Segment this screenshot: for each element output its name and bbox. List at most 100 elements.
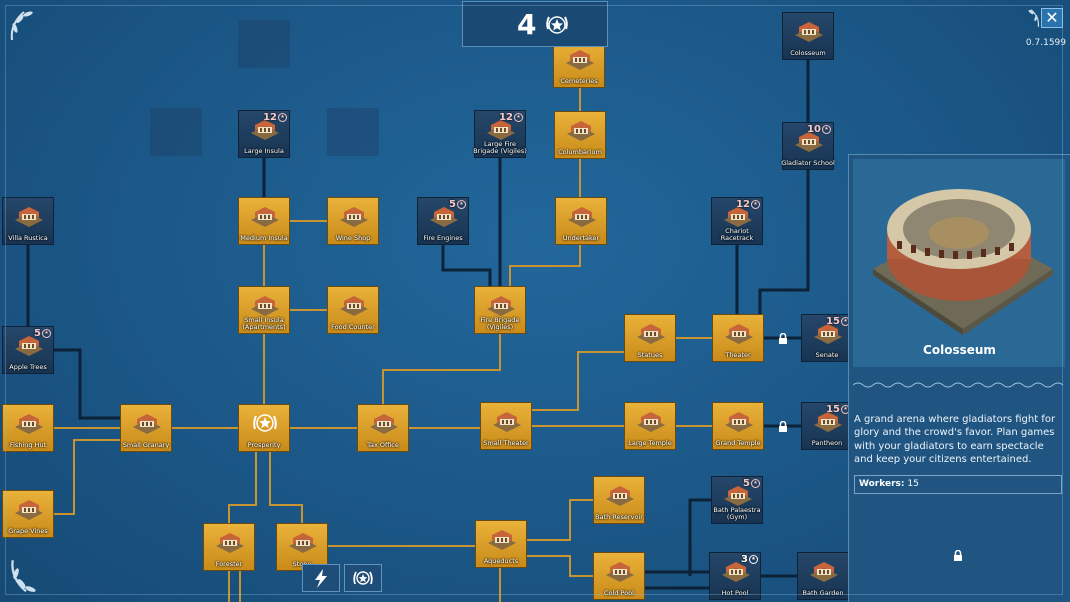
building-icon — [795, 132, 823, 152]
grape-vines-node[interactable]: Grape Vines — [2, 490, 54, 538]
cost-badge: 12★ — [263, 112, 287, 123]
link-gold — [228, 452, 257, 523]
senate-node[interactable]: Senate 15★ — [801, 314, 853, 362]
small-insula-node[interactable]: Small Insula (Apartments) — [238, 286, 290, 334]
fire-brigade-node[interactable]: Fire Brigade (Vigiles) — [474, 286, 526, 334]
lightning-icon — [315, 569, 327, 588]
cemeteries-node[interactable]: Cemeteries — [553, 40, 605, 88]
wine-shop-node[interactable]: Wine Shop — [327, 197, 379, 245]
building-icon — [568, 207, 596, 227]
node-label: Large Fire Brigade (Vigiles) — [473, 140, 527, 155]
cost-badge: 5★ — [449, 199, 466, 210]
cost-badge: 5★ — [743, 478, 760, 489]
building-icon — [487, 120, 515, 140]
cost-value: 12 — [263, 112, 277, 123]
prosperity-coin-icon: ★ — [457, 199, 466, 209]
node-label: Fire Brigade (Vigiles) — [480, 316, 520, 331]
quick-action-button[interactable] — [302, 564, 340, 592]
small-theater-node[interactable]: Small Theater — [480, 402, 532, 450]
empty-slot — [327, 108, 379, 156]
workers-field: Workers: 15 — [854, 475, 1062, 494]
bath-garden-node[interactable]: Bath Garden — [797, 552, 849, 600]
large-fire-brigade-node[interactable]: Large Fire Brigade (Vigiles)12★ — [473, 110, 527, 158]
grand-temple-node[interactable]: Grand Temple — [712, 402, 764, 450]
building-icon — [251, 207, 279, 227]
prosperity-coin-icon: ★ — [822, 124, 831, 134]
bath-reservoir-node[interactable]: Bath Reservoir — [593, 476, 645, 524]
prosperity-coin-icon: ★ — [42, 328, 51, 338]
laurel-corner-icon — [10, 11, 33, 41]
prosperity-button[interactable] — [344, 564, 382, 592]
building-icon — [724, 486, 752, 506]
building-preview — [853, 159, 1065, 367]
node-label: Senate — [815, 351, 839, 359]
close-button[interactable]: ✕ — [1041, 8, 1063, 28]
large-temple-node[interactable]: Large Temple — [624, 402, 676, 450]
aqueducts-node[interactable]: Aqueducts — [475, 520, 527, 568]
cost-value: 3 — [741, 554, 748, 565]
building-icon — [289, 533, 317, 553]
node-label: Small Insula (Apartments) — [242, 316, 286, 331]
cost-badge: 10★ — [807, 124, 831, 135]
building-icon — [216, 533, 244, 553]
forester-node[interactable]: Forester — [203, 523, 255, 571]
prosperity-coin-icon: ★ — [751, 478, 760, 488]
cost-badge: 3★ — [741, 554, 758, 565]
cost-value: 12 — [499, 112, 513, 123]
lock-icon — [779, 333, 787, 344]
cost-value: 15 — [826, 404, 840, 415]
building-icon — [370, 414, 398, 434]
node-label: Chariot Racetrack — [720, 227, 754, 242]
building-icon — [15, 207, 43, 227]
link-dark — [758, 170, 810, 314]
building-icon — [15, 500, 43, 520]
colosseum-node[interactable]: Colosseum — [782, 12, 834, 60]
columbarium-node[interactable]: Columbarium — [554, 111, 606, 159]
link-gold — [532, 351, 624, 411]
cold-pool-node[interactable]: Cold Pool — [593, 552, 645, 600]
panel-description: A grand arena where gladiators fight for… — [854, 414, 1056, 465]
large-insula-node[interactable]: Large Insula 12★ — [238, 110, 290, 158]
prosperity-node[interactable]: Prosperity — [238, 404, 290, 452]
tax-office-node[interactable]: Tax Office — [357, 404, 409, 452]
link-dark — [441, 245, 492, 286]
node-label: Theater — [725, 351, 751, 359]
building-icon — [340, 296, 368, 316]
villa-rustica-node[interactable]: Villa Rustica — [2, 197, 54, 245]
node-label: Large Temple — [628, 439, 672, 447]
node-label: Tax Office — [367, 441, 399, 449]
prosperity-coin-icon: ★ — [749, 554, 758, 564]
building-icon — [566, 50, 594, 70]
cost-badge: 15★ — [826, 316, 850, 327]
building-detail-panel: Colosseum A grand arena where gladiators… — [848, 154, 1070, 602]
lock-icon — [954, 550, 962, 561]
small-granary-node[interactable]: Small Granary — [120, 404, 172, 452]
laurel-corner-icon — [11, 560, 36, 593]
building-icon — [725, 324, 753, 344]
food-counter-node[interactable]: Food Counter — [327, 286, 379, 334]
building-icon — [493, 412, 521, 432]
bath-palaestra-node[interactable]: Bath Palaestra (Gym)5★ — [711, 476, 763, 524]
building-icon — [133, 414, 161, 434]
node-label: Large Insula — [244, 147, 284, 155]
link-gold — [527, 555, 593, 577]
link-gold — [527, 499, 593, 541]
undertaker-node[interactable]: Undertaker — [555, 197, 607, 245]
theater-node[interactable]: Theater — [712, 314, 764, 362]
cost-value: 10 — [807, 124, 821, 135]
workers-value: 15 — [907, 479, 919, 489]
building-icon — [488, 530, 516, 550]
node-label: Undertaker — [562, 234, 600, 242]
node-label: Small Granary — [122, 441, 170, 449]
medium-insula-node[interactable]: Medium Insula — [238, 197, 290, 245]
prosperity-coin-icon: ★ — [278, 112, 287, 122]
fishing-hut-node[interactable]: Fishing Hut — [2, 404, 54, 452]
statues-node[interactable]: Statues — [624, 314, 676, 362]
